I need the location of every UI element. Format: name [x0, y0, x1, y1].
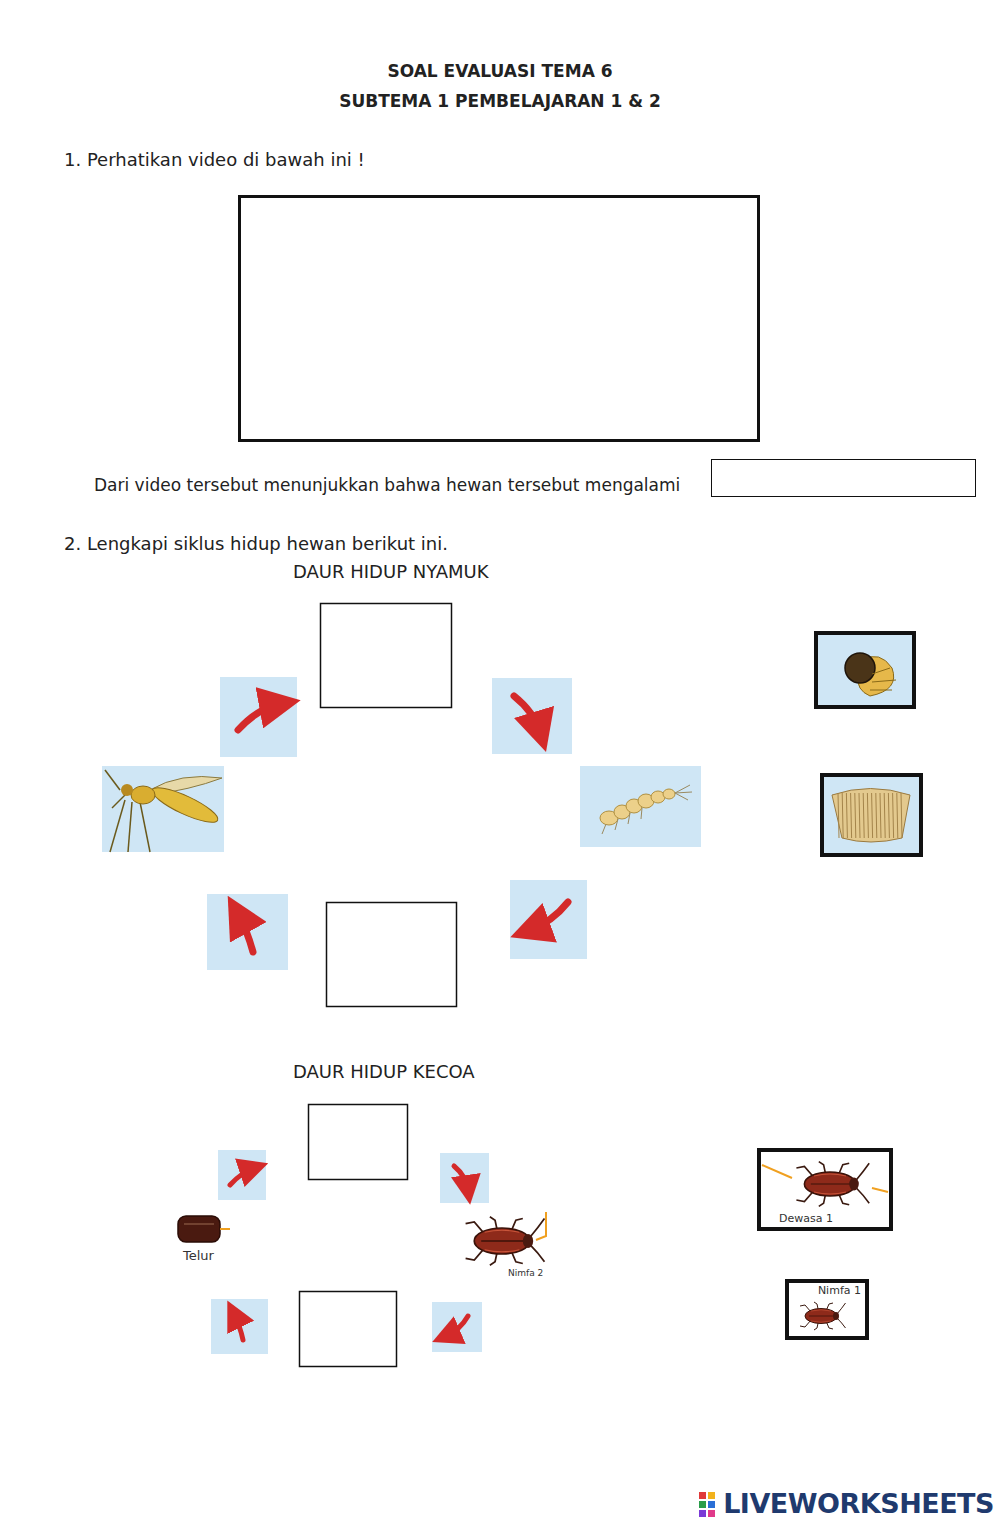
- question-text: 2. Lengkapi siklus hidup hewan berikut i…: [64, 533, 448, 555]
- stage-label: Nimfa 2: [508, 1268, 543, 1279]
- cycle-heading: DAUR HIDUP NYAMUK: [293, 561, 489, 583]
- picture-option-card: Nimfa 1: [785, 1279, 869, 1340]
- question-text: 1. Perhatikan video di bawah ini !: [64, 149, 365, 171]
- stage-caption: Dewasa 1: [779, 1212, 833, 1225]
- subtitle: SUBTEMA 1 PEMBELAJARAN 1 & 2: [0, 91, 1000, 111]
- stage-label: Telur: [183, 1248, 214, 1264]
- cycle-heading: DAUR HIDUP KECOA: [293, 1061, 475, 1083]
- watermark: LIVEWORKSHEETS: [723, 1488, 994, 1520]
- stage-caption: Nimfa 1: [818, 1284, 861, 1297]
- worksheet-title: SOAL EVALUASI TEMA 6: [0, 61, 1000, 81]
- question-text: Dari video tersebut menunjukkan bahwa he…: [94, 475, 680, 495]
- picture-option-card: Dewasa 1: [757, 1148, 893, 1231]
